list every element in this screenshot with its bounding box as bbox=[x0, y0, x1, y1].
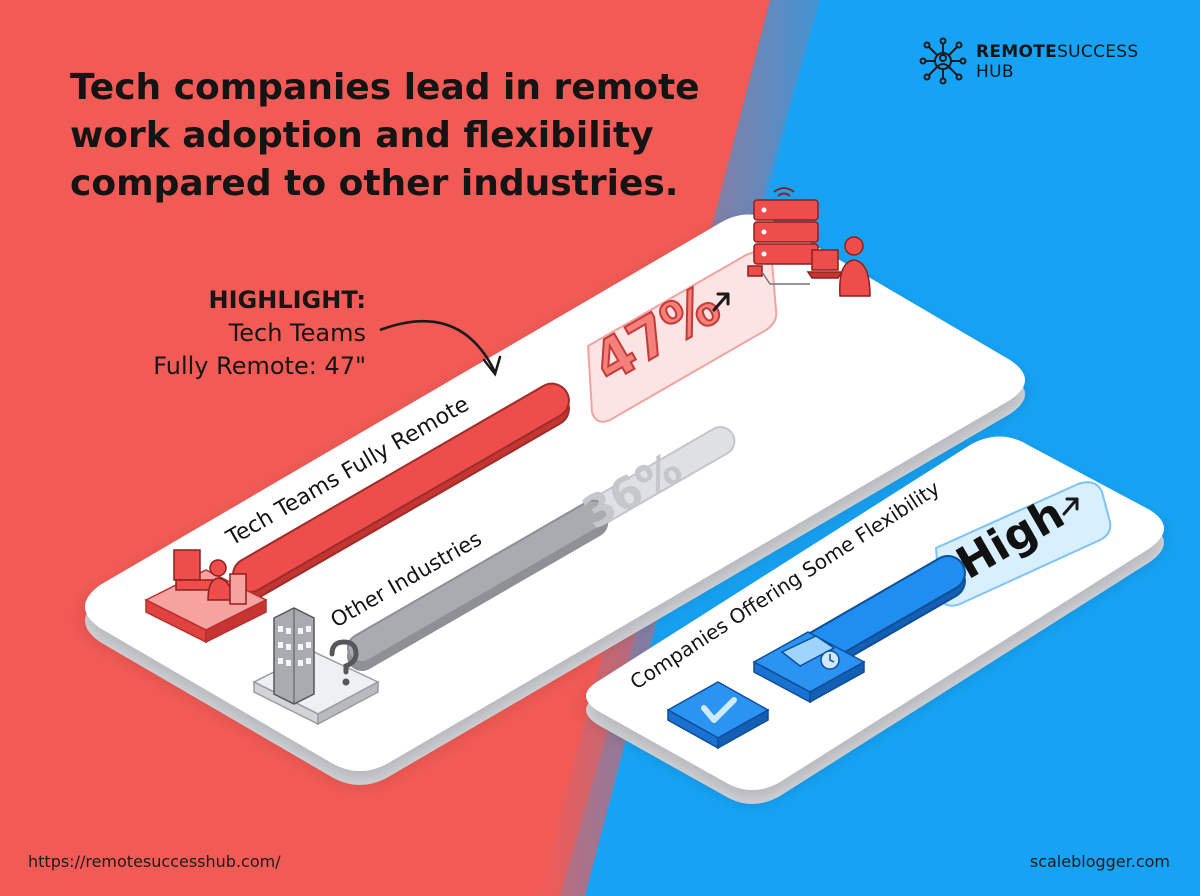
remote-worker-laptop-icon bbox=[806, 236, 871, 297]
brand-logo: REMOTESUCCESS HUB bbox=[918, 36, 1178, 92]
source-url[interactable]: https://remotesuccesshub.com/ bbox=[28, 852, 281, 871]
brand-name: REMOTESUCCESS HUB bbox=[976, 42, 1139, 82]
checkmark-icon bbox=[666, 681, 770, 750]
highlight-callout: HIGHLIGHT: Tech Teams Fully Remote: 47" bbox=[88, 284, 366, 383]
highlight-arrow bbox=[379, 319, 497, 373]
main-card bbox=[85, 214, 1025, 785]
flexibility-bar-layer bbox=[800, 555, 966, 674]
calendar-clock-icon bbox=[752, 631, 866, 704]
title-strong: Tech companies bbox=[70, 67, 392, 108]
person-at-desk-icon bbox=[144, 549, 268, 644]
arrow-up-right-icon bbox=[1062, 497, 1079, 516]
credit-url[interactable]: scaleblogger.com bbox=[1029, 852, 1170, 871]
office-building-question-icon bbox=[252, 607, 380, 726]
brand-name-bold: REMOTE bbox=[976, 42, 1058, 62]
highlight-title: HIGHLIGHT: bbox=[208, 286, 366, 314]
bars-layer bbox=[232, 382, 736, 671]
brand-name-regular: SUCCESS bbox=[1057, 42, 1139, 62]
highlight-line2: Fully Remote: 47" bbox=[153, 352, 366, 380]
server-wifi-icon bbox=[747, 187, 819, 285]
brand-line2: HUB bbox=[976, 62, 1014, 82]
page-title: Tech companies lead in remote work adopt… bbox=[70, 64, 790, 208]
network-person-icon bbox=[919, 37, 967, 85]
title-rest: lead in remote work adoption and flexibi… bbox=[70, 67, 700, 204]
arrow-up-right-icon bbox=[712, 292, 730, 312]
other-bar bbox=[347, 499, 609, 663]
highlight-line1: Tech Teams bbox=[228, 319, 366, 347]
